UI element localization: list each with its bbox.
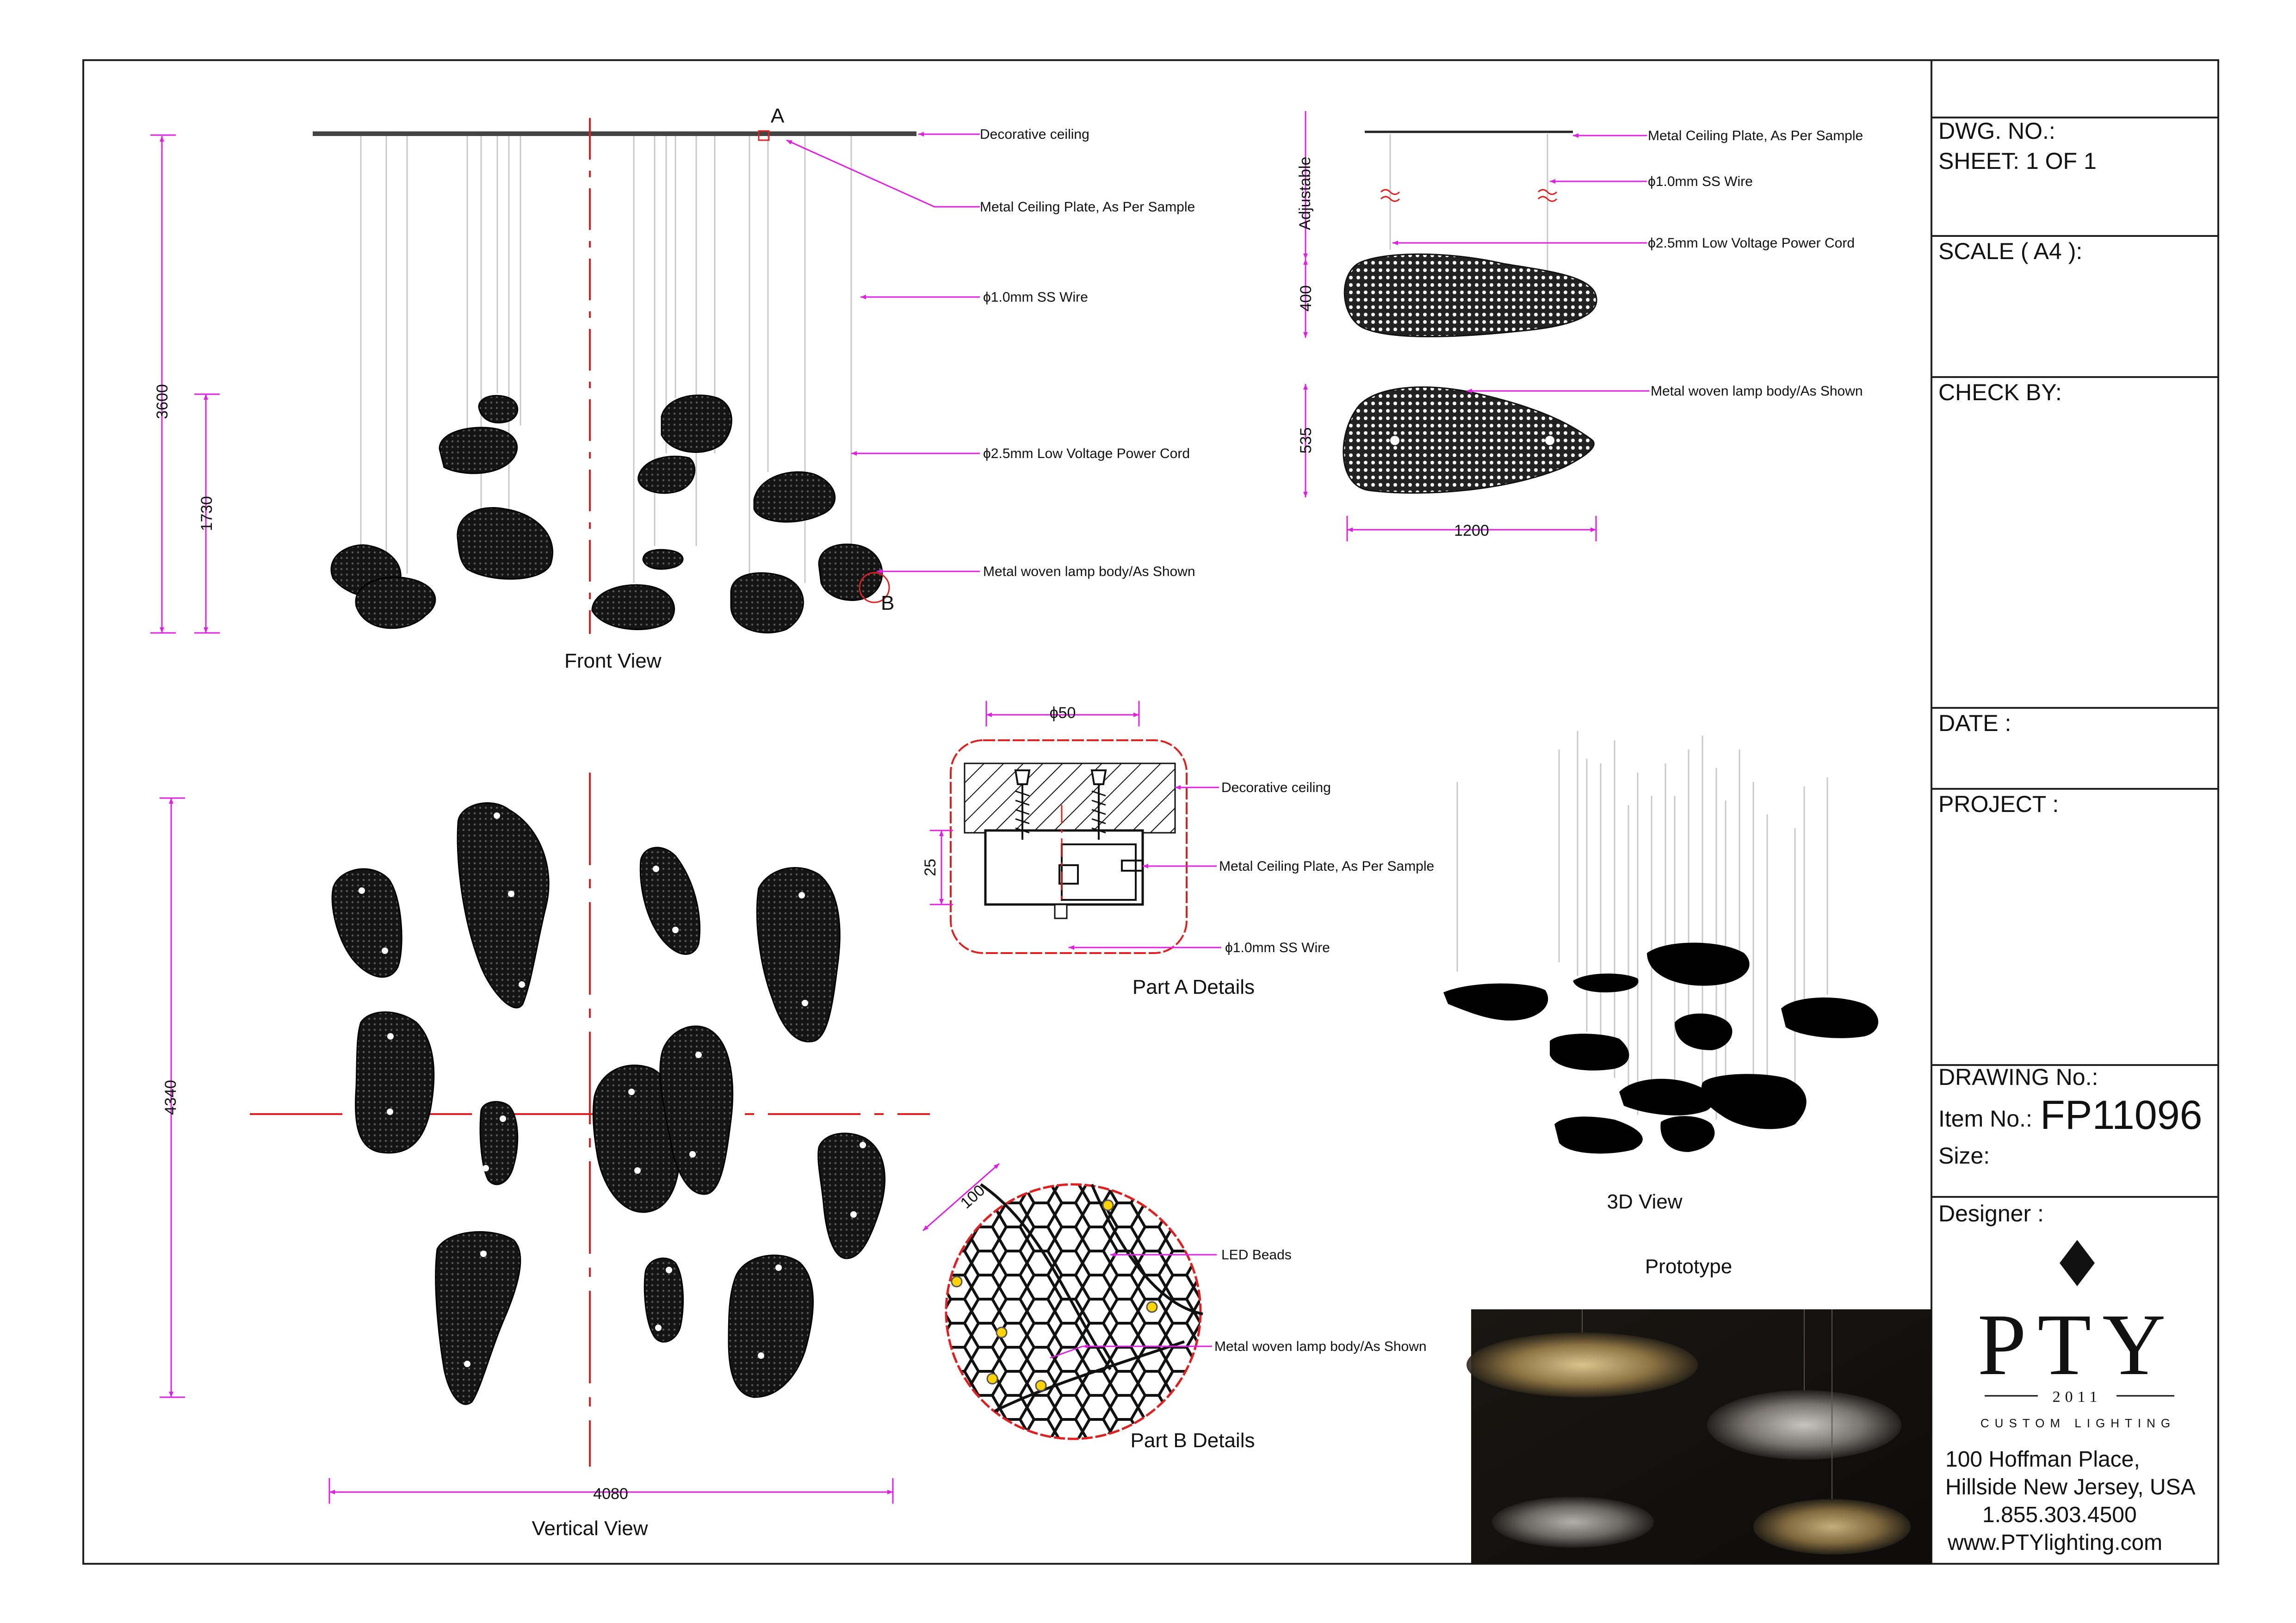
parta-callout-wire: ϕ1.0mm SS Wire — [1225, 940, 1330, 955]
prototype-title: Prototype — [1645, 1255, 1732, 1278]
dim-lower-height: 1730 — [198, 496, 216, 531]
address-line-1: 100 Hoffman Place, — [1945, 1447, 2140, 1472]
parta-callout-ceiling: Decorative ceiling — [1221, 780, 1331, 795]
side-callout-power-cord: ϕ2.5mm Low Voltage Power Cord — [1648, 235, 1855, 251]
dim-height-25: 25 — [922, 859, 939, 876]
prototype-photo — [1467, 1309, 1931, 1564]
dim-height-400: 400 — [1297, 285, 1315, 312]
part-a-title: Part A Details — [1133, 976, 1255, 998]
scale-label: SCALE ( A4 ): — [1938, 238, 2082, 264]
callout-power-cord: ϕ2.5mm Low Voltage Power Cord — [983, 446, 1190, 461]
dim-width-1200: 1200 — [1454, 522, 1489, 539]
phone: 1.855.303.4500 — [1982, 1503, 2137, 1527]
dim-total-height: 3600 — [154, 384, 171, 419]
dim-height-535: 535 — [1297, 427, 1315, 454]
parta-callout-plate: Metal Ceiling Plate, As Per Sample — [1219, 859, 1434, 874]
three-d-view: 3D View Prototype — [1443, 731, 1878, 1278]
item-no-value: FP11096 — [2040, 1092, 2203, 1138]
vertical-view-title: Vertical View — [532, 1517, 648, 1540]
point-b-label: B — [881, 592, 894, 614]
check-by-label: CHECK BY: — [1938, 379, 2062, 405]
website[interactable]: www.PTYlighting.com — [1947, 1530, 2162, 1555]
part-b-title: Part B Details — [1131, 1429, 1255, 1452]
title-block: DWG. NO.: SHEET: 1 OF 1 SCALE ( A4 ): CH… — [1931, 117, 2218, 1555]
partb-callout-led: LED Beads — [1221, 1247, 1292, 1263]
dim-adjustable: Adjustable — [1296, 157, 1314, 230]
company-logo: PTY 2011 CUSTOM LIGHTING — [1978, 1240, 2177, 1430]
callout-ss-wire: ϕ1.0mm SS Wire — [983, 290, 1088, 305]
vertical-view: 4340 4080 Vertical View — [160, 773, 930, 1540]
company-name: PTY — [1978, 1296, 2177, 1394]
dim-diameter-50: ϕ50 — [1050, 704, 1076, 722]
designer-label: Designer : — [1938, 1201, 2044, 1227]
side-callout-ceiling-plate: Metal Ceiling Plate, As Per Sample — [1648, 128, 1863, 143]
partb-callout-lamp-body: Metal woven lamp body/As Shown — [1214, 1339, 1427, 1354]
callout-ceiling-plate: Metal Ceiling Plate, As Per Sample — [980, 199, 1195, 215]
part-b-details: 100 LED Beads Metal woven lamp body/As S… — [922, 1163, 1427, 1452]
three-d-view-title: 3D View — [1607, 1190, 1682, 1213]
company-tagline: CUSTOM LIGHTING — [1980, 1416, 2176, 1430]
size-label: Size: — [1938, 1143, 1990, 1169]
side-view: Metal Ceiling Plate, As Per Sample ϕ1.0m… — [1296, 111, 1863, 541]
part-a-details: ϕ50 25 Decorative ceiling Metal Ceiling … — [922, 701, 1434, 998]
side-callout-ss-wire: ϕ1.0mm SS Wire — [1648, 174, 1753, 189]
diamond-icon — [2060, 1240, 2095, 1286]
sheet-label: SHEET: 1 OF 1 — [1938, 148, 2097, 174]
date-label: DATE : — [1938, 710, 2011, 736]
address-line-2: Hillside New Jersey, USA — [1945, 1475, 2196, 1499]
drawing-no-label: DRAWING No.: — [1938, 1064, 2098, 1090]
dwg-no-label: DWG. NO.: — [1938, 118, 2055, 144]
company-year: 2011 — [2053, 1388, 2102, 1406]
dim-vertical-depth: 4340 — [162, 1080, 179, 1115]
dim-vertical-width: 4080 — [593, 1485, 628, 1503]
callout-decorative-ceiling: Decorative ceiling — [980, 127, 1089, 142]
point-a-label: A — [771, 105, 785, 127]
front-view-title: Front View — [564, 650, 662, 672]
callout-lamp-body: Metal woven lamp body/As Shown — [983, 564, 1195, 579]
front-view: A B Decorative ceiling Metal Ceiling Pla… — [150, 105, 1195, 672]
item-no-label: Item No.: — [1938, 1106, 2032, 1132]
sheet-border — [82, 59, 2219, 1565]
side-callout-lamp-body: Metal woven lamp body/As Shown — [1651, 384, 1863, 399]
project-label: PROJECT : — [1938, 791, 2059, 817]
